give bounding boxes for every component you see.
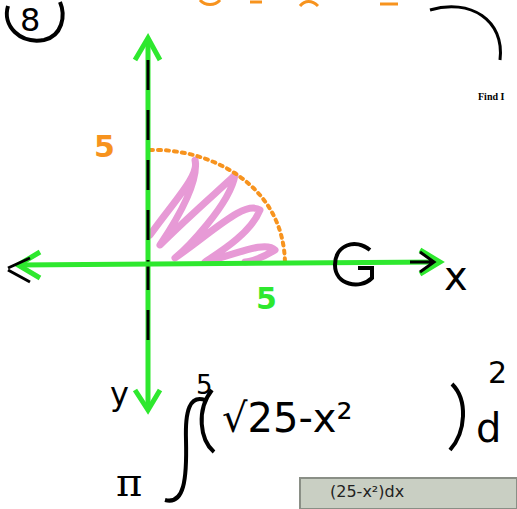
- arrowhead: [18, 252, 40, 278]
- shaded-region: [150, 160, 275, 262]
- y-intercept-value: 5: [94, 132, 115, 162]
- quarter-circle: [150, 150, 285, 265]
- integrand: √25-x²: [222, 398, 353, 438]
- bracket: [430, 7, 500, 60]
- arrowhead: [135, 390, 160, 410]
- x-intercept-value: 5: [256, 284, 277, 314]
- calculator-input: (25-x²)dx: [330, 484, 404, 500]
- arrowhead-ink: [410, 252, 434, 272]
- pi-symbol: π: [116, 462, 142, 502]
- axis-label: y: [110, 378, 129, 410]
- axis-label: x: [444, 256, 468, 296]
- parenthesis: [450, 384, 463, 450]
- instruction-text: Find I: [478, 92, 504, 102]
- y-axis: [146, 40, 151, 410]
- arrowhead: [135, 38, 160, 60]
- problem-number: 8: [20, 4, 40, 36]
- y-axis-underline: [147, 60, 150, 360]
- differential: d: [476, 408, 501, 448]
- upper-limit: 5: [196, 372, 213, 398]
- cut-off-equation: [200, 0, 398, 6]
- integral-sign: [165, 399, 205, 501]
- rotation-symbol: [335, 244, 372, 284]
- circle-mark: [7, 2, 63, 41]
- parenthesis: [202, 390, 214, 452]
- arrowhead-ink: [8, 258, 30, 282]
- calculator-screen: [300, 478, 517, 509]
- x-axis: [18, 262, 440, 265]
- exponent: 2: [488, 358, 507, 388]
